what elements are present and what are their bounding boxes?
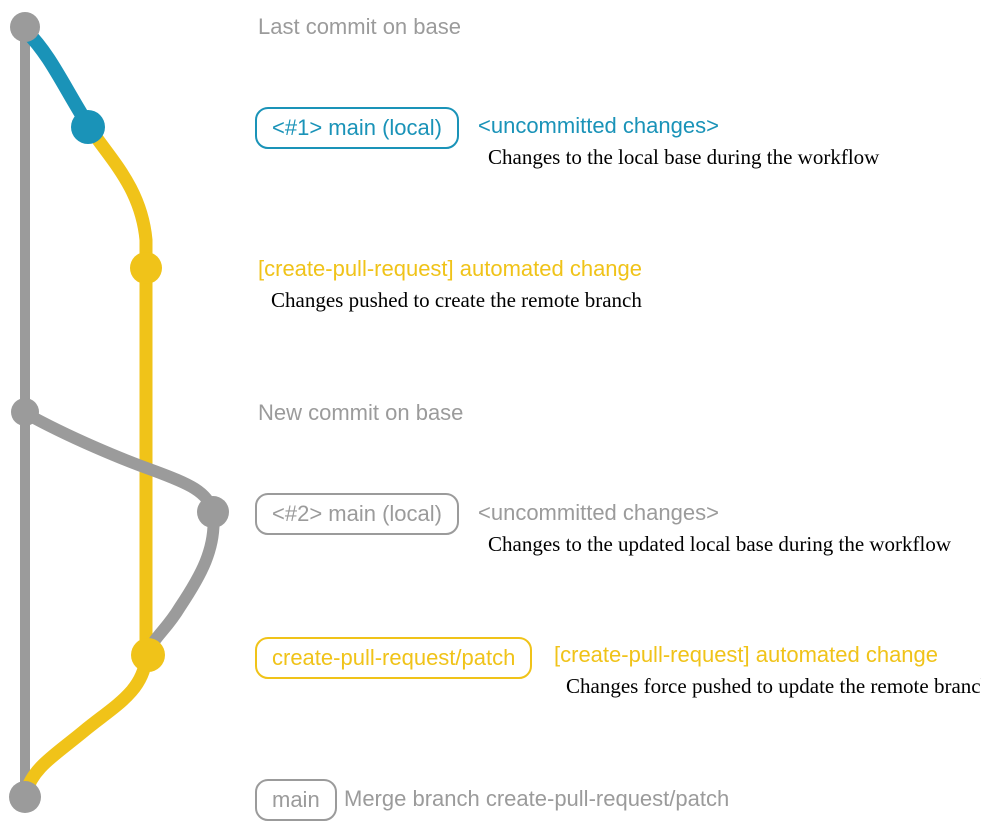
commit-dot-run2-main-local [197,496,229,528]
push2-commit-message: [create-pull-request] automated change [554,642,939,667]
patch-badge-text: create-pull-request/patch [255,637,533,679]
commit-dot-patch-created [130,252,162,284]
push1-commit-message: [create-pull-request] automated change [258,256,643,281]
run1-badge-text: <#1> main (local) [255,107,459,149]
commit-dot-last-base [10,12,40,42]
new-commit-on-base-label: New commit on base [258,400,464,425]
patch-branch-line [81,118,153,662]
run2-main-local-badge: <#2> main (local) [255,493,459,535]
push1-description: Changes pushed to create the remote bran… [271,288,642,312]
main-local-branch-curve [20,25,95,132]
patch-branch-badge: create-pull-request/patch [255,637,533,679]
commit-dot-run1-main-local [71,110,105,144]
main-branch-badge: main [255,779,337,821]
commit-dot-new-base [11,398,39,426]
last-commit-on-base-label: Last commit on base [258,14,461,39]
force-push-curve [142,506,220,661]
run2-description: Changes to the updated local base during… [488,532,952,556]
merge-commit-message: Merge branch create-pull-request/patch [344,786,730,811]
updated-main-local-curve [19,407,219,518]
run1-uncommitted-changes-note: <uncommitted changes> [478,113,719,138]
commit-dot-patch-updated [131,638,165,672]
run2-uncommitted-changes-note: <uncommitted changes> [478,500,719,525]
commit-dot-merge [9,781,41,813]
push2-description: Changes force pushed to update the remot… [566,674,981,698]
patch-merge-curve [19,651,153,800]
run1-description: Changes to the local base during the wor… [488,145,880,169]
run1-main-local-badge: <#1> main (local) [255,107,459,149]
main-badge-text: main [255,779,337,821]
git-graph [9,12,229,813]
run2-badge-text: <#2> main (local) [255,493,459,535]
